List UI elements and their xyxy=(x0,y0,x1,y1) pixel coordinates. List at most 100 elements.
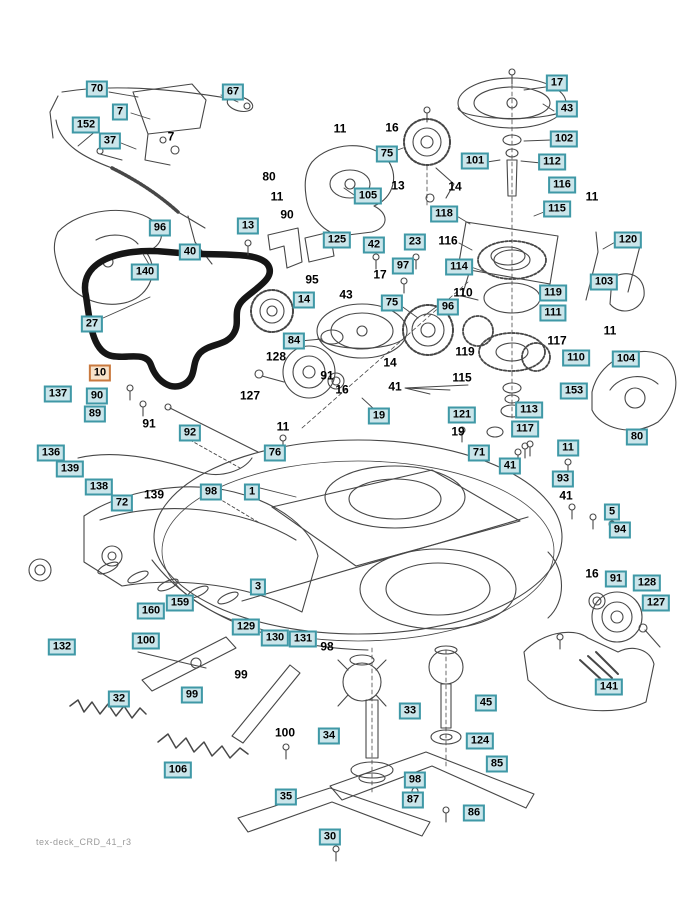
gauge-wheel-right xyxy=(588,591,661,648)
part-callout-1[interactable]: 1 xyxy=(243,483,261,501)
part-callout-42[interactable]: 42 xyxy=(362,236,386,254)
part-callout-140[interactable]: 140 xyxy=(130,263,160,281)
part-callout-37[interactable]: 37 xyxy=(98,132,122,150)
part-callout-89[interactable]: 89 xyxy=(83,405,107,423)
part-callout-138[interactable]: 138 xyxy=(84,478,114,496)
part-callout-41[interactable]: 41 xyxy=(498,457,522,475)
part-callout-35[interactable]: 35 xyxy=(274,788,298,806)
part-callout-130[interactable]: 130 xyxy=(260,629,290,647)
part-callout-72[interactable]: 72 xyxy=(110,494,134,512)
part-callout-113[interactable]: 113 xyxy=(515,401,543,419)
part-callout-96[interactable]: 96 xyxy=(148,219,172,237)
part-callout-152[interactable]: 152 xyxy=(71,116,101,134)
suspension-arms-springs xyxy=(69,636,301,759)
part-callout-159[interactable]: 159 xyxy=(165,594,195,612)
part-callout-160[interactable]: 160 xyxy=(136,602,166,620)
part-callout-32[interactable]: 32 xyxy=(107,690,131,708)
part-callout-84[interactable]: 84 xyxy=(282,332,306,350)
part-callout-114[interactable]: 114 xyxy=(445,258,473,276)
part-callout-96[interactable]: 96 xyxy=(436,298,460,316)
part-callout-27[interactable]: 27 xyxy=(80,315,104,333)
part-callout-131[interactable]: 131 xyxy=(288,630,318,648)
part-callout-117[interactable]: 117 xyxy=(511,420,539,438)
part-callout-128[interactable]: 128 xyxy=(632,574,662,592)
part-callout-111[interactable]: 111 xyxy=(539,304,567,322)
part-callout-14[interactable]: 14 xyxy=(292,291,316,309)
part-callout-91: 91 xyxy=(320,368,334,383)
part-callout-19: 19 xyxy=(451,424,465,439)
part-callout-91: 91 xyxy=(142,416,156,431)
part-callout-153[interactable]: 153 xyxy=(559,382,589,400)
part-callout-17[interactable]: 17 xyxy=(545,74,569,92)
part-callout-86[interactable]: 86 xyxy=(462,804,486,822)
part-callout-127[interactable]: 127 xyxy=(641,594,671,612)
part-callout-136[interactable]: 136 xyxy=(36,444,66,462)
part-callout-98[interactable]: 98 xyxy=(403,771,427,789)
blade-spindles xyxy=(337,645,464,793)
part-callout-11[interactable]: 11 xyxy=(557,439,579,457)
part-callout-13[interactable]: 13 xyxy=(236,217,260,235)
part-callout-98[interactable]: 98 xyxy=(199,483,223,501)
part-callout-115[interactable]: 115 xyxy=(543,200,571,218)
part-callout-141[interactable]: 141 xyxy=(594,678,624,696)
part-callout-90: 90 xyxy=(280,207,294,222)
part-callout-11: 11 xyxy=(270,189,284,204)
part-callout-90[interactable]: 90 xyxy=(85,387,109,405)
part-callout-124[interactable]: 124 xyxy=(465,732,495,750)
part-callout-132[interactable]: 132 xyxy=(47,638,77,656)
part-callout-137[interactable]: 137 xyxy=(43,385,73,403)
discharge-deflector xyxy=(523,631,655,712)
gauge-wheel-left xyxy=(254,345,345,399)
part-callout-125[interactable]: 125 xyxy=(322,231,352,249)
part-callout-43[interactable]: 43 xyxy=(555,100,579,118)
part-callout-112[interactable]: 112 xyxy=(538,153,566,171)
part-callout-106[interactable]: 106 xyxy=(163,761,193,779)
part-callout-101[interactable]: 101 xyxy=(460,152,490,170)
part-callout-5[interactable]: 5 xyxy=(603,503,621,521)
part-callout-80[interactable]: 80 xyxy=(625,428,649,446)
part-callout-139[interactable]: 139 xyxy=(55,460,85,478)
part-callout-102[interactable]: 102 xyxy=(549,130,579,148)
part-callout-117: 117 xyxy=(547,333,567,348)
part-callout-10-selected[interactable]: 10 xyxy=(88,364,112,382)
part-callout-93[interactable]: 93 xyxy=(551,470,575,488)
part-callout-76[interactable]: 76 xyxy=(263,444,287,462)
part-callout-30[interactable]: 30 xyxy=(318,828,342,846)
part-callout-121[interactable]: 121 xyxy=(447,406,477,424)
part-callout-100[interactable]: 100 xyxy=(131,632,161,650)
part-callout-67[interactable]: 67 xyxy=(221,83,245,101)
part-callout-85[interactable]: 85 xyxy=(485,755,509,773)
part-callout-75[interactable]: 75 xyxy=(380,294,404,312)
part-callout-94[interactable]: 94 xyxy=(608,521,632,539)
part-callout-110[interactable]: 110 xyxy=(562,349,590,367)
part-callout-92[interactable]: 92 xyxy=(178,424,202,442)
part-callout-70[interactable]: 70 xyxy=(85,80,109,98)
part-callout-80: 80 xyxy=(262,169,276,184)
part-callout-97[interactable]: 97 xyxy=(391,257,415,275)
part-callout-7[interactable]: 7 xyxy=(111,103,129,121)
part-callout-40[interactable]: 40 xyxy=(178,243,202,261)
part-callout-45[interactable]: 45 xyxy=(474,694,498,712)
part-callout-19[interactable]: 19 xyxy=(367,407,391,425)
part-callout-87[interactable]: 87 xyxy=(401,791,425,809)
part-callout-99[interactable]: 99 xyxy=(180,686,204,704)
part-callout-3[interactable]: 3 xyxy=(249,578,267,596)
part-callout-120[interactable]: 120 xyxy=(613,231,643,249)
part-callout-129[interactable]: 129 xyxy=(231,618,261,636)
part-callout-23[interactable]: 23 xyxy=(403,233,427,251)
drawing-id: tex-deck_CRD_41_r3 xyxy=(36,837,132,847)
part-callout-33[interactable]: 33 xyxy=(398,702,422,720)
part-callout-95: 95 xyxy=(305,272,319,287)
part-callout-116[interactable]: 116 xyxy=(548,176,576,194)
part-callout-105[interactable]: 105 xyxy=(353,187,383,205)
part-callout-91[interactable]: 91 xyxy=(604,570,628,588)
part-callout-103[interactable]: 103 xyxy=(589,273,619,291)
part-callout-118[interactable]: 118 xyxy=(430,205,458,223)
part-callout-100: 100 xyxy=(274,725,296,740)
part-callout-34[interactable]: 34 xyxy=(317,727,341,745)
part-callout-104[interactable]: 104 xyxy=(611,350,641,368)
part-callout-75[interactable]: 75 xyxy=(375,145,399,163)
part-callout-71[interactable]: 71 xyxy=(467,444,491,462)
part-callout-119[interactable]: 119 xyxy=(539,284,567,302)
